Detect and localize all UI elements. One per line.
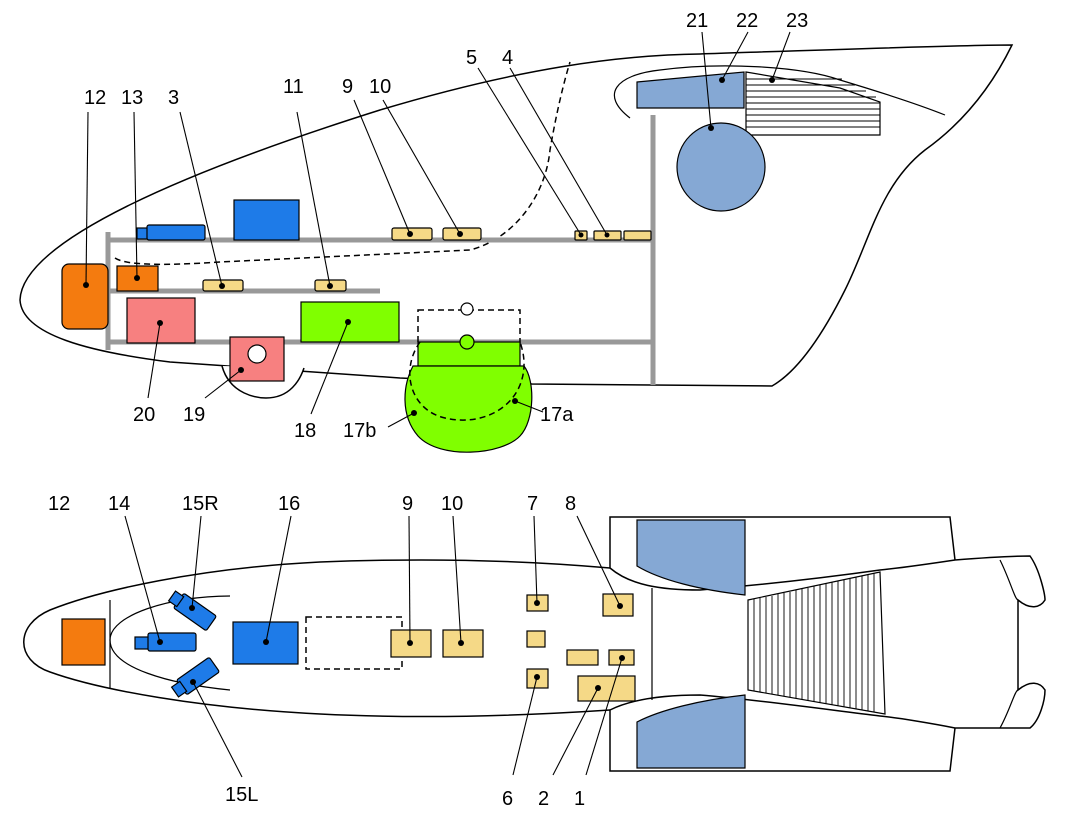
side-item-4b <box>623 230 652 241</box>
plan-tail-nozzle <box>954 555 1046 729</box>
plan-label-16: 16 <box>278 493 300 515</box>
side-item-19-hole <box>247 344 267 364</box>
side-label-20: 20 <box>133 404 155 426</box>
plan-fuselage-outline <box>23 559 611 718</box>
side-item-22 <box>636 71 745 109</box>
plan-label-1: 1 <box>574 788 585 810</box>
side-label-5: 5 <box>466 47 477 69</box>
side-blue-box <box>233 199 300 241</box>
plan-label-9: 9 <box>402 493 413 515</box>
side-item-17-lower-knob <box>459 334 475 350</box>
side-item-21 <box>676 122 766 212</box>
plan-item-12 <box>61 618 106 666</box>
side-label-10: 10 <box>369 76 391 98</box>
side-label-23: 23 <box>786 10 808 32</box>
side-item-17-upper-knob <box>460 302 474 316</box>
plan-item-small-center <box>526 630 546 648</box>
side-item-23 <box>745 71 881 136</box>
side-label-17a: 17a <box>540 404 574 426</box>
side-label-21: 21 <box>686 10 708 32</box>
plan-leader-lines <box>124 515 623 778</box>
side-label-4: 4 <box>502 47 513 69</box>
side-label-11: 11 <box>283 76 304 98</box>
side-intake-lip <box>613 65 946 119</box>
plan-label-6: 6 <box>502 788 513 810</box>
side-label-13: 13 <box>121 87 143 109</box>
side-item-12 <box>61 263 109 330</box>
plan-item-15L <box>170 657 220 698</box>
side-view: 12 13 3 11 9 10 5 4 21 22 23 20 19 18 17… <box>19 10 1014 453</box>
plan-lower-intake <box>636 694 746 769</box>
plan-tail-inner <box>999 559 1019 729</box>
plan-label-10: 10 <box>441 493 463 515</box>
side-blue-cylinder <box>146 224 206 241</box>
plan-label-14: 14 <box>108 493 130 515</box>
plan-label-2: 2 <box>538 788 549 810</box>
plan-label-12: 12 <box>48 493 70 515</box>
side-item-17-swing-arc <box>409 341 525 421</box>
side-leader-lines <box>85 31 791 428</box>
side-label-18: 18 <box>294 420 316 442</box>
side-label-3: 3 <box>168 87 179 109</box>
plan-label-15R: 15R <box>182 493 219 515</box>
plan-item-2 <box>577 675 636 702</box>
side-canopy-dashed-line <box>114 61 571 266</box>
side-label-22: 22 <box>736 10 758 32</box>
side-label-17b: 17b <box>343 420 376 442</box>
plan-label-7: 7 <box>527 493 538 515</box>
plan-exhaust-hatched <box>747 571 886 715</box>
side-label-9: 9 <box>342 76 353 98</box>
plan-item-14 <box>147 632 197 652</box>
plan-label-8: 8 <box>565 493 576 515</box>
side-label-12: 12 <box>84 87 106 109</box>
plan-label-15L: 15L <box>225 784 258 806</box>
plan-view: 12 14 15R 16 9 10 7 8 15L 6 2 1 <box>23 493 1046 810</box>
plan-item-small-left <box>566 649 599 666</box>
plan-item-15R <box>167 590 217 631</box>
side-item-17-drum <box>404 365 533 453</box>
side-label-19: 19 <box>183 404 205 426</box>
plan-upper-intake <box>636 519 746 596</box>
